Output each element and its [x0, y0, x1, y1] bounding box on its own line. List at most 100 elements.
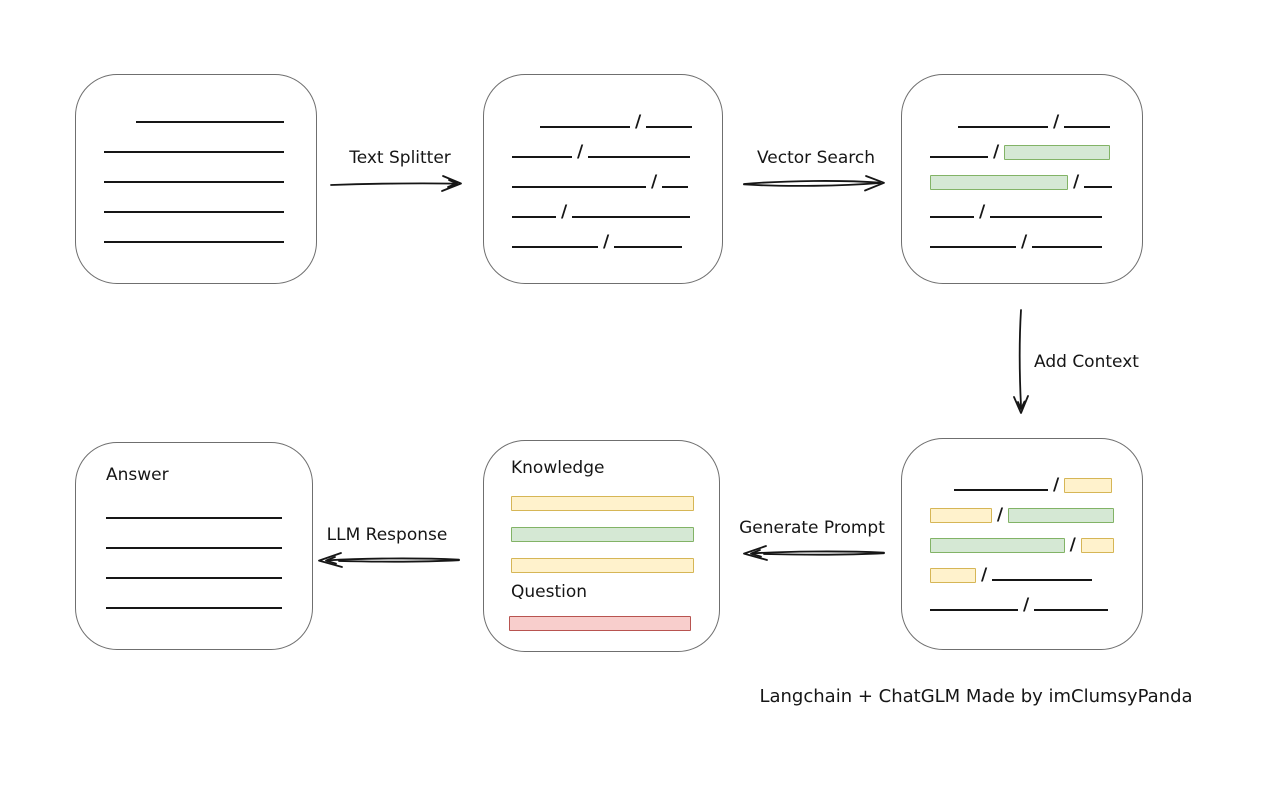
yellow-chunk	[1080, 538, 1114, 553]
text-line	[106, 517, 282, 519]
arrow-left-icon	[318, 552, 460, 568]
add-context-arrow-label: Add Context	[1034, 352, 1139, 372]
text-line	[512, 216, 556, 218]
slash-separator: /	[1073, 172, 1080, 192]
text-line	[104, 151, 284, 153]
text-splitter-arrow-label: Text Splitter	[349, 148, 451, 168]
text-rows	[76, 489, 312, 609]
text-row: /	[930, 581, 1114, 615]
arrow-down-icon	[1013, 309, 1029, 414]
green-chunk	[1008, 508, 1114, 523]
text-rows: /////	[484, 98, 722, 252]
text-line	[1034, 609, 1109, 611]
slash-separator: /	[561, 202, 568, 222]
text-rows: /////	[902, 461, 1142, 615]
answer-box: Answer	[75, 442, 313, 650]
text-line	[930, 246, 1016, 248]
generate-prompt-arrow-label: Generate Prompt	[739, 518, 885, 538]
text-line	[1032, 246, 1103, 248]
text-row: /	[930, 491, 1114, 524]
green-chunk	[1004, 145, 1111, 160]
arrow-right-icon	[330, 175, 462, 192]
yellow-bar	[511, 558, 694, 573]
text-rows: /////	[902, 98, 1142, 251]
text-line	[136, 121, 284, 123]
diagram-caption: Langchain + ChatGLM Made by imClumsyPand…	[759, 686, 1193, 707]
split-chunks-box: /////	[483, 74, 723, 284]
llm-response-arrow: LLM Response	[313, 525, 461, 571]
text-row: /	[512, 128, 694, 162]
text-row: /	[512, 158, 694, 191]
text-row	[106, 489, 282, 519]
text-splitter-arrow: Text Splitter	[330, 148, 470, 194]
prompt-box: Knowledge Question	[483, 440, 720, 652]
text-row: /	[512, 188, 694, 222]
green-chunk	[930, 538, 1065, 553]
answer-label: Answer	[106, 465, 169, 485]
text-line	[1064, 126, 1111, 128]
text-row: /	[930, 98, 1114, 132]
text-line	[106, 547, 282, 549]
text-row: /	[512, 218, 694, 252]
text-row	[104, 213, 288, 243]
text-line	[662, 186, 689, 188]
text-line	[540, 126, 630, 128]
text-line	[512, 186, 646, 188]
slash-separator: /	[981, 565, 988, 585]
text-line	[104, 211, 284, 213]
text-line	[646, 126, 693, 128]
text-line	[104, 181, 284, 183]
text-line	[106, 607, 282, 609]
slash-separator: /	[1053, 475, 1060, 495]
text-row: /	[930, 128, 1114, 162]
slash-separator: /	[1069, 535, 1076, 555]
text-line	[958, 126, 1048, 128]
text-line	[930, 609, 1018, 611]
green-chunk	[930, 175, 1068, 190]
green-bar	[511, 527, 694, 542]
vector-search-arrow: Vector Search	[742, 148, 890, 194]
question-label: Question	[511, 582, 588, 602]
slash-separator: /	[1053, 112, 1060, 132]
slash-separator: /	[1023, 595, 1030, 615]
text-line	[930, 216, 974, 218]
text-row	[106, 519, 282, 549]
llm-response-arrow-label: LLM Response	[326, 525, 448, 545]
text-line	[512, 156, 572, 158]
yellow-bar	[511, 496, 694, 511]
text-line	[1084, 186, 1113, 188]
text-row: /	[930, 158, 1114, 192]
text-row	[104, 183, 288, 213]
text-row	[106, 579, 282, 609]
text-row	[106, 549, 282, 579]
text-line	[992, 579, 1093, 581]
text-row: /	[930, 218, 1114, 251]
text-row: /	[930, 461, 1114, 495]
yellow-chunk	[930, 508, 992, 523]
slash-separator: /	[603, 232, 610, 252]
red-bar	[509, 616, 691, 631]
knowledge-bars	[511, 496, 694, 589]
text-row	[104, 153, 288, 183]
text-rows	[76, 93, 316, 243]
text-row	[104, 93, 288, 123]
source-document-box	[75, 74, 317, 284]
context-chunks-box: /////	[901, 438, 1143, 650]
yellow-chunk	[1064, 478, 1113, 493]
text-row: /	[512, 98, 694, 132]
slash-separator: /	[577, 142, 584, 162]
knowledge-label: Knowledge	[511, 458, 605, 478]
text-line	[614, 246, 683, 248]
arrow-right-double-icon	[743, 175, 885, 192]
arrow-left-icon	[743, 545, 885, 561]
slash-separator: /	[635, 112, 642, 132]
slash-separator: /	[993, 142, 1000, 162]
add-context-arrow	[1010, 308, 1032, 418]
slash-separator: /	[979, 202, 986, 222]
text-row: /	[930, 551, 1114, 585]
text-line	[990, 216, 1103, 218]
text-line	[512, 246, 598, 248]
text-line	[930, 156, 988, 158]
text-line	[104, 241, 284, 243]
